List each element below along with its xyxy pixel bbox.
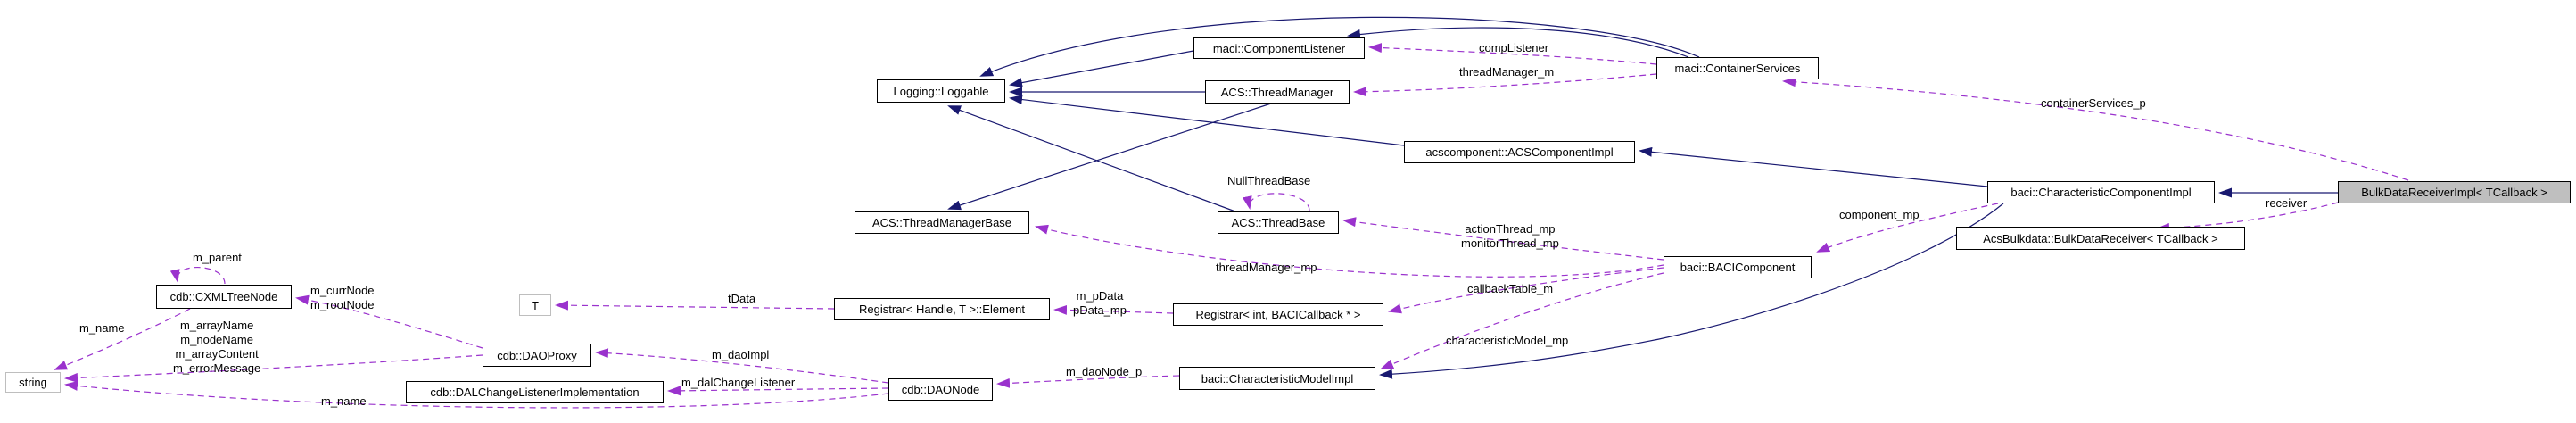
edge-label-actionthread-monitorthread: actionThread_mp monitorThread_mp <box>1461 222 1559 251</box>
edge-label-mpdata-pdatamp: m_pData pData_mp <box>1073 289 1127 318</box>
node-maci-componentlistener[interactable]: maci::ComponentListener <box>1193 37 1365 59</box>
edge-label-m-name-daonode: m_name <box>321 394 367 408</box>
edge-label-m-parent: m_parent <box>193 251 242 264</box>
node-cdb-daoproxy[interactable]: cdb::DAOProxy <box>483 344 591 367</box>
edge-label-line: m_nodeName <box>180 333 253 346</box>
node-string: string <box>5 372 61 393</box>
edge-label-characteristicmodel-mp: characteristicModel_mp <box>1446 334 1569 347</box>
edge-label-m-name-treenode: m_name <box>79 321 125 335</box>
edge-label-line: m_arrayName <box>179 319 254 332</box>
node-cdb-cxmltreenode[interactable]: cdb::CXMLTreeNode <box>156 285 292 309</box>
node-cdb-daonode[interactable]: cdb::DAONode <box>888 378 993 401</box>
edge-label-line: actionThread_mp <box>1465 222 1556 236</box>
node-maci-containerservices[interactable]: maci::ContainerServices <box>1656 57 1819 79</box>
edge-label-line: m_pData <box>1076 289 1124 303</box>
node-registrar-handle-t-element[interactable]: Registrar< Handle, T >::Element <box>834 298 1050 320</box>
edge-label-containerservices-p: containerServices_p <box>2041 96 2146 110</box>
edge-label-tdata: tData <box>728 292 756 305</box>
edge-label-line: pData_mp <box>1073 303 1127 317</box>
edge-label-line: m_rootNode <box>310 298 375 311</box>
edge-label-line: monitorThread_mp <box>1461 236 1559 250</box>
node-acsbulkdata-bulkdatareceiver[interactable]: AcsBulkdata::BulkDataReceiver< TCallback… <box>1956 227 2245 250</box>
edge-label-currnode-rootnode: m_currNode m_rootNode <box>310 284 375 312</box>
edge-label-line: m_arrayContent <box>175 347 259 361</box>
edge-label-m-daonode-p: m_daoNode_p <box>1066 365 1143 378</box>
edge-label-nullthreadbase: NullThreadBase <box>1227 174 1311 187</box>
node-baci-characteristiccomponentimpl[interactable]: baci::CharacteristicComponentImpl <box>1987 181 2215 203</box>
edge-label-proxy-strings: m_arrayName m_nodeName m_arrayContent m_… <box>173 319 260 376</box>
node-acs-threadmanager[interactable]: ACS::ThreadManager <box>1205 80 1350 104</box>
edge-label-threadmanager-m: threadManager_m <box>1459 65 1555 79</box>
node-cdb-dalchangelistenerimplementation[interactable]: cdb::DALChangeListenerImplementation <box>406 381 664 403</box>
edge-label-m-dalchangelistener: m_dalChangeListener <box>681 376 796 389</box>
node-logging-loggable[interactable]: Logging::Loggable <box>877 79 1005 103</box>
node-acs-threadmanagerbase[interactable]: ACS::ThreadManagerBase <box>855 212 1029 234</box>
edge-label-complistener: compListener <box>1479 41 1549 54</box>
edge-label-threadmanager-mp: threadManager_mp <box>1216 261 1317 274</box>
node-baci-characteristicmodelimpl[interactable]: baci::CharacteristicModelImpl <box>1179 367 1375 390</box>
edge-label-line: m_currNode <box>310 284 375 297</box>
edge-label-m-daoimpl: m_daoImpl <box>712 348 770 361</box>
edge-label-line: m_errorMessage <box>173 361 261 375</box>
node-registrar-int-bacicallback[interactable]: Registrar< int, BACICallback * > <box>1173 303 1383 326</box>
edge-label-callbacktable-m: callbackTable_m <box>1467 282 1554 295</box>
edge-label-component-mp: component_mp <box>1839 208 1920 221</box>
node-bulkdatareceiverimpl-current: BulkDataReceiverImpl< TCallback > <box>2338 181 2571 203</box>
node-baci-bacicomponent[interactable]: baci::BACIComponent <box>1664 256 1812 278</box>
node-acscomponent-acscomponentimpl[interactable]: acscomponent::ACSComponentImpl <box>1404 141 1635 163</box>
node-acs-threadbase[interactable]: ACS::ThreadBase <box>1218 212 1339 234</box>
node-t: T <box>519 294 551 316</box>
edge-label-receiver: receiver <box>2266 196 2308 210</box>
